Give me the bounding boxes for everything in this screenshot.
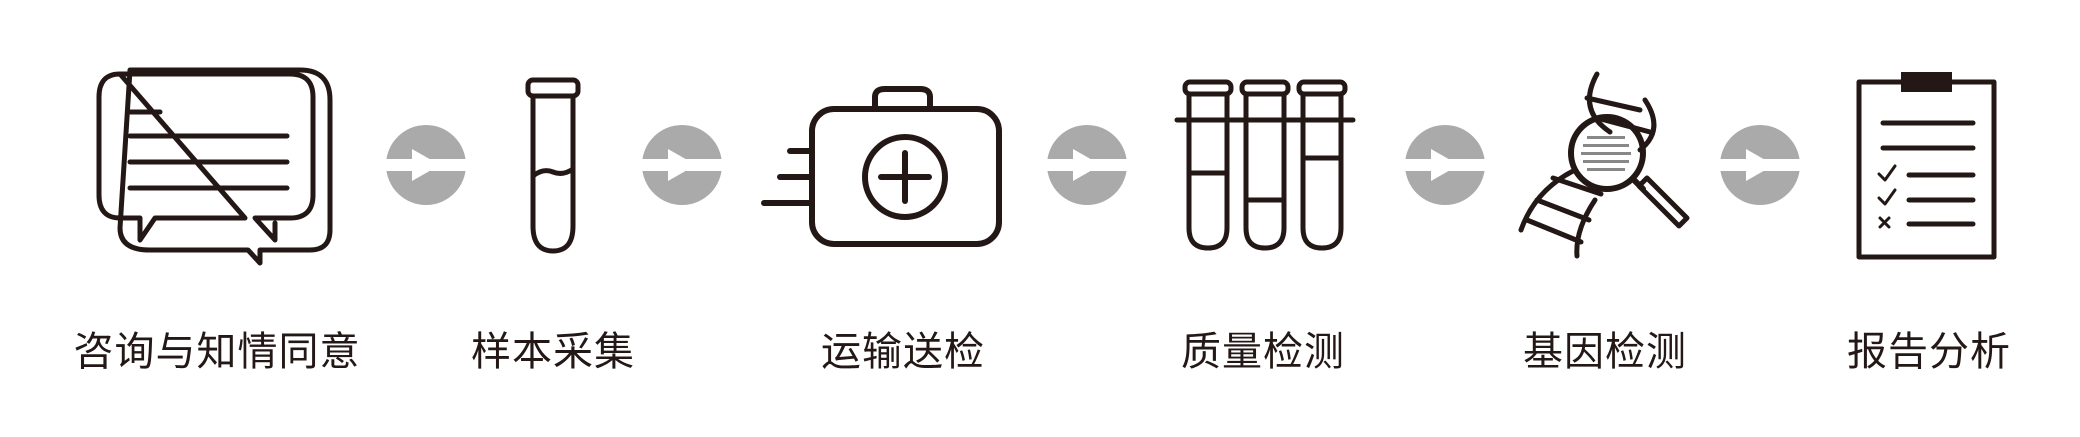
- dna-magnifier-icon: [1515, 70, 1695, 260]
- arrow-right-circle-icon: [1403, 123, 1487, 207]
- arrow-right-circle-icon: [384, 123, 468, 207]
- step-label-gene: 基因检测: [1523, 329, 1687, 375]
- arrow-right-circle-icon: [640, 123, 724, 207]
- arrow-right-circle-icon: [1718, 123, 1802, 207]
- test-tubes-icon: [1174, 78, 1356, 253]
- step-label-transport: 运输送检: [821, 329, 985, 375]
- test-tube-icon: [525, 76, 585, 256]
- step-label-quality: 质量检测: [1181, 329, 1345, 375]
- clipboard-checklist-icon: [1855, 68, 2000, 263]
- step-label-consult: 咨询与知情同意: [73, 329, 361, 375]
- medical-kit-icon: [760, 85, 1005, 250]
- arrow-right-circle-icon: [1045, 123, 1129, 207]
- step-label-report: 报告分析: [1847, 329, 2011, 375]
- step-label-sample: 样本采集: [471, 329, 635, 375]
- chat-bubbles-icon: [95, 67, 345, 270]
